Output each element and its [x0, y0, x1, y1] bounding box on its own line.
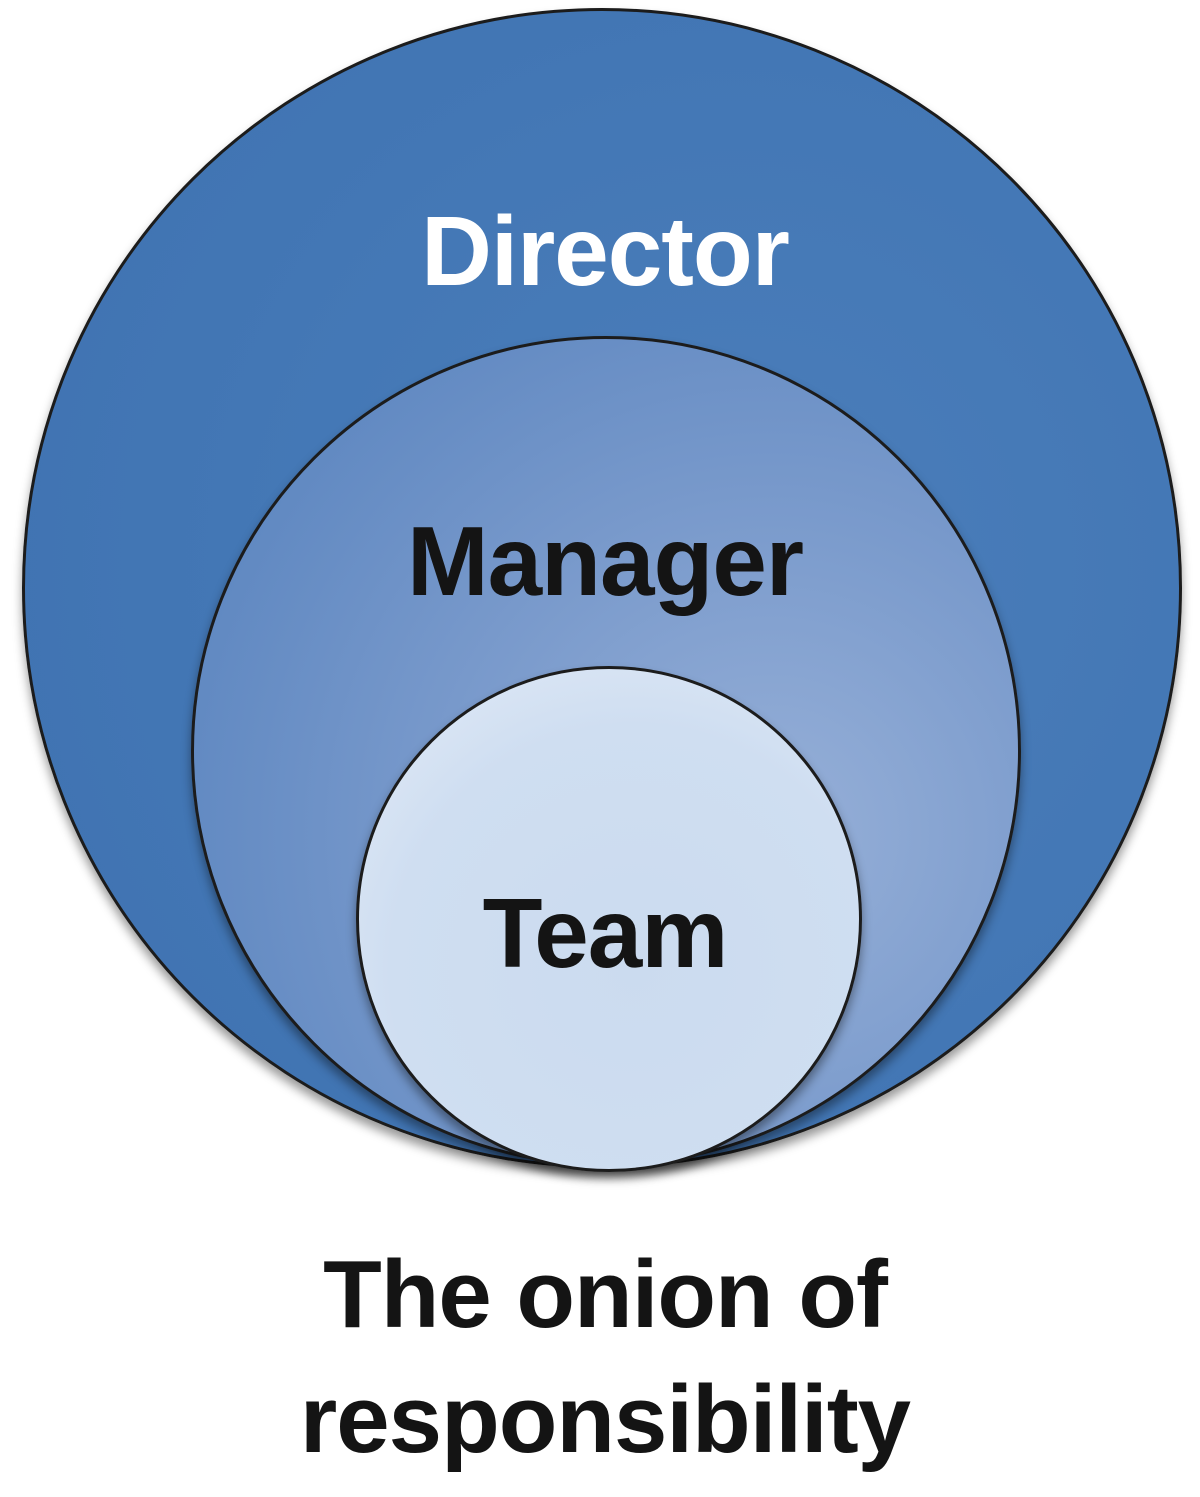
onion-layer-team-circle [356, 666, 862, 1172]
label-manager: Manager [406, 506, 804, 616]
caption-line-1: The onion of [323, 1241, 888, 1348]
label-director: Director [421, 196, 790, 306]
caption-line-2: responsibility [299, 1366, 911, 1473]
diagram-caption: The onion of responsibility [5, 1232, 1200, 1482]
label-team: Team [482, 878, 729, 988]
